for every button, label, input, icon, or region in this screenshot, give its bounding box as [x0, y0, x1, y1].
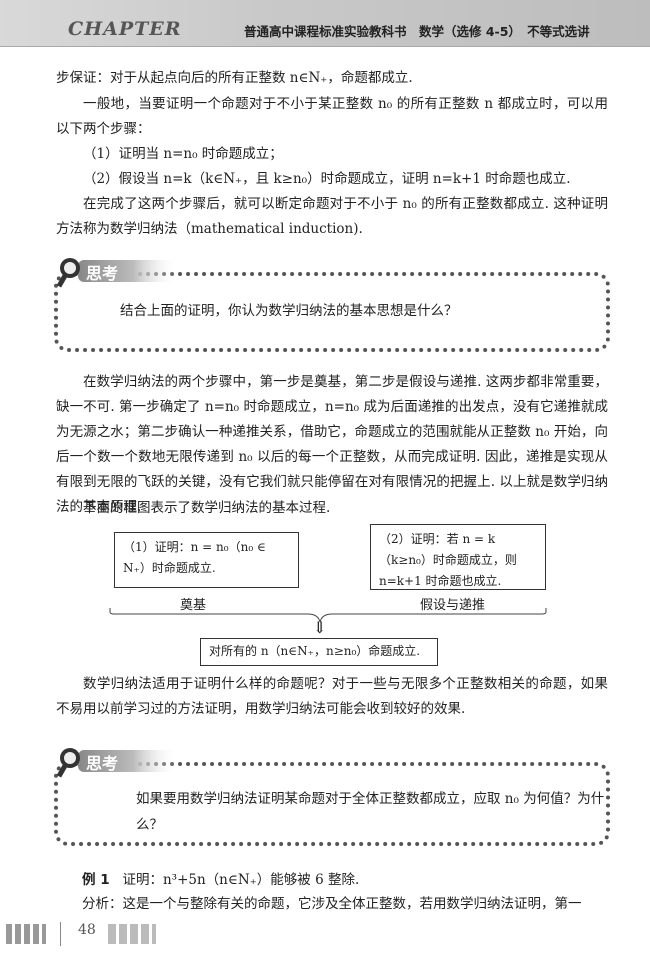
paragraph-1: 步保证：对于从起点向后的所有正整数 n∈N₊，命题都成立.	[56, 70, 413, 86]
paragraph-4: （2）假设当 n=k（k∈N₊，且 k≥n₀）时命题成立，证明 n=k+1 时命…	[83, 171, 571, 187]
flow-brace	[109, 608, 547, 623]
paragraph-2: 一般地，当要证明一个命题对于不小于某正整数 n₀ 的所有正整数 n 都成立时，可…	[56, 96, 608, 137]
paragraph-8: 数学归纳法适用于证明什么样的命题呢？对于一些与无限多个正整数相关的命题，如果不易…	[56, 676, 608, 717]
think-box-2	[54, 762, 610, 846]
example-1: 例 1 证明：n³+5n（n∈N₊）能够被 6 整除.	[82, 868, 602, 893]
footer-divider	[60, 922, 61, 946]
flow-step-2-box: （2）证明：若 n = k（k≥n₀）时命题成立，则 n=k+1 时命题也成立.	[370, 524, 546, 590]
flow-step-2-text: （2）证明：若 n = k（k≥n₀）时命题成立，则 n=k+1 时命题也成立.	[379, 532, 517, 588]
flow-label-induction: 假设与递推	[420, 598, 486, 613]
flow-step-1-box: （1）证明：n = n₀（n₀ ∈ N₊）时命题成立.	[114, 532, 299, 588]
flow-label-base: 奠基	[180, 598, 207, 613]
flow-step-1-text: （1）证明：n = n₀（n₀ ∈ N₊）时命题成立.	[123, 540, 266, 575]
flow-result-box: 对所有的 n（n∈N₊，n≥n₀）命题成立.	[200, 638, 438, 666]
flow-result-text: 对所有的 n（n∈N₊，n≥n₀）命题成立.	[209, 644, 421, 658]
think-box-1	[54, 272, 610, 352]
page-number: 48	[78, 922, 96, 938]
flow-arrow: ⇓	[313, 618, 327, 637]
think-banner-2: 思考	[48, 742, 178, 778]
think-text-2: 如果要用数学归纳法证明某命题对于全体正整数都成立，应取 n₀ 为何值？为什么？	[136, 791, 605, 833]
think-label-1: 思考	[86, 264, 119, 283]
page-header: CHAPTER 普通高中课程标准实验教科书 数学（选修 4-5） 不等式选讲	[0, 0, 650, 47]
footer-decoration-left	[6, 924, 46, 944]
magnifier-icon	[56, 748, 178, 778]
example-label: 例 1	[82, 872, 110, 888]
chapter-label: CHAPTER	[68, 18, 182, 40]
think-text-1: 结合上面的证明，你认为数学归纳法的基本思想是什么？	[120, 303, 458, 319]
analysis-text: 分析：这是一个与整除有关的命题，它涉及全体正整数，若用数学归纳法证明，第一	[82, 896, 582, 912]
footer-decoration-right	[108, 924, 156, 944]
think-banner-1: 思考	[48, 252, 178, 288]
paragraph-3: （1）证明当 n=n₀ 时命题成立；	[83, 146, 283, 162]
example-text: 证明：n³+5n（n∈N₊）能够被 6 整除.	[122, 872, 360, 888]
book-title: 普通高中课程标准实验教科书 数学（选修 4-5） 不等式选讲	[244, 24, 590, 39]
think-label-2: 思考	[86, 754, 119, 773]
magnifier-icon	[56, 258, 178, 288]
paragraph-5: 在完成了这两个步骤后，就可以断定命题对于不小于 n₀ 的所有正整数都成立. 这种…	[56, 196, 608, 237]
paragraph-6: 在数学归纳法的两个步骤中，第一步是奠基，第二步是假设与递推. 这两步都非常重要，…	[56, 374, 608, 515]
paragraph-7: 下面的框图表示了数学归纳法的基本过程.	[83, 500, 331, 516]
